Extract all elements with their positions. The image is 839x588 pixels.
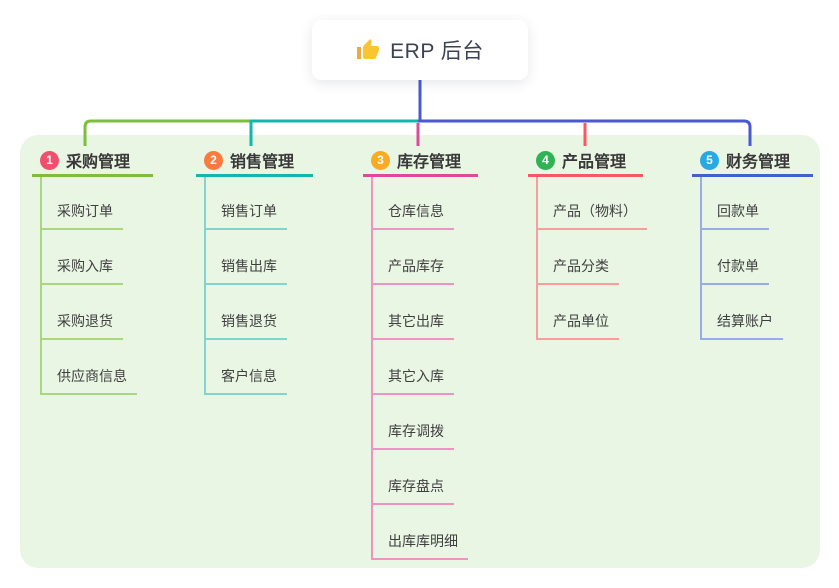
branch-2-number-badge: 2 [204,150,223,170]
branch-5-child-line [700,177,702,340]
node-settlement-account[interactable]: 结算账户 [700,306,783,340]
root-node[interactable]: ERP 后台 [312,20,528,80]
branch-1-child-line [40,177,42,395]
branch-3-child-line [371,177,373,560]
node-product-stock[interactable]: 产品库存 [371,251,454,285]
node-product-category[interactable]: 产品分类 [536,251,619,285]
branch-1-number-badge: 1 [40,150,59,170]
node-stock-taking[interactable]: 库存盘点 [371,471,454,505]
branch-4-number-badge: 4 [536,150,555,170]
mindmap-panel [20,135,820,568]
node-supplier-info[interactable]: 供应商信息 [40,361,137,395]
branch-2-label: 销售管理 [230,154,295,171]
node-sales-order[interactable]: 销售订单 [204,196,287,230]
branch-header-2[interactable]: 2 销售管理 [196,146,313,177]
node-product-unit[interactable]: 产品单位 [536,306,619,340]
node-purchase-inbound[interactable]: 采购入库 [40,251,123,285]
branch-5-number-badge: 5 [700,150,719,170]
branch-4-label: 产品管理 [562,154,627,171]
node-warehouse-info[interactable]: 仓库信息 [371,196,454,230]
branch-4-child-line [536,177,538,340]
node-receipt-bill[interactable]: 回款单 [700,196,769,230]
branch-header-3[interactable]: 3 库存管理 [363,146,478,177]
branch-3-number-badge: 3 [371,150,390,170]
branch-2-child-line [204,177,206,395]
node-purchase-order[interactable]: 采购订单 [40,196,123,230]
branch-3-label: 库存管理 [397,154,462,171]
node-other-inbound[interactable]: 其它入库 [371,361,454,395]
node-stock-transfer[interactable]: 库存调拨 [371,416,454,450]
node-payment-bill[interactable]: 付款单 [700,251,769,285]
thumbs-up-icon [356,38,380,62]
node-sales-outbound[interactable]: 销售出库 [204,251,287,285]
branch-1-label: 采购管理 [66,154,131,171]
branch-header-4[interactable]: 4 产品管理 [528,146,643,177]
node-purchase-return[interactable]: 采购退货 [40,306,123,340]
node-product-material[interactable]: 产品（物料） [536,196,647,230]
branch-header-1[interactable]: 1 采购管理 [32,146,153,177]
branch-header-5[interactable]: 5 财务管理 [692,146,813,177]
root-title: ERP 后台 [390,40,484,63]
node-sales-return[interactable]: 销售退货 [204,306,287,340]
node-customer-info[interactable]: 客户信息 [204,361,287,395]
node-other-outbound[interactable]: 其它出库 [371,306,454,340]
node-stock-detail[interactable]: 出库库明细 [371,526,468,560]
branch-5-label: 财务管理 [726,154,791,171]
